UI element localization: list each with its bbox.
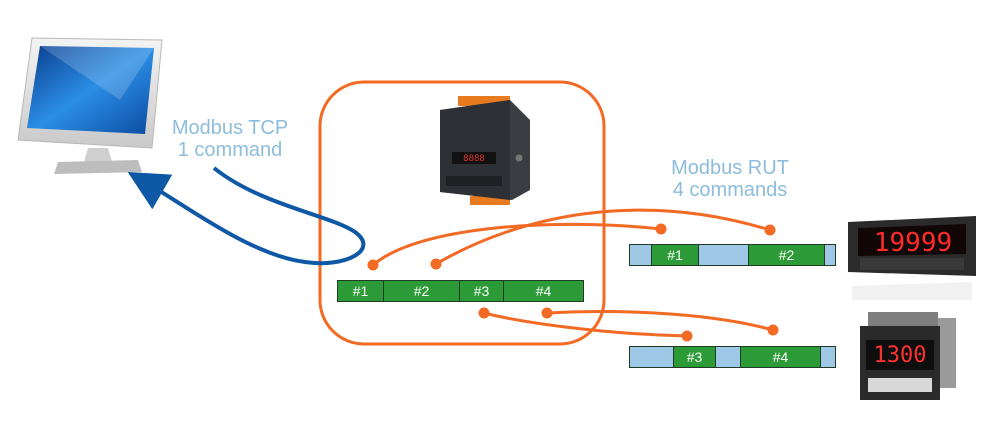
device-top-cell-2: #2: [749, 245, 825, 265]
device-bar-bottom: #3 #4: [629, 346, 836, 368]
modbus-tcp-count: 1 command: [177, 139, 283, 161]
modbus-rtu-label: Modbus RUT 4 commands: [650, 157, 810, 201]
device-bottom-cell-3: #3: [674, 347, 716, 367]
device-bottom-gap-c: [821, 347, 835, 367]
gateway-cell-1: #1: [338, 281, 384, 301]
modbus-rtu-count: 4 commands: [672, 179, 788, 201]
gateway-cell-3: #3: [460, 281, 504, 301]
command-lines: [372, 208, 774, 338]
command-endpoints: [367, 223, 779, 342]
modbus-tcp-title: Modbus TCP: [171, 117, 289, 139]
modbus-tcp-path: [127, 166, 366, 266]
panel-meter-icon: 19999: [848, 216, 976, 300]
modbus-rtu-title: Modbus RUT: [671, 157, 789, 179]
device-bar-top: #1 #2: [629, 244, 836, 266]
device-bottom-gap-b: [716, 347, 741, 367]
modbus-tcp-label: Modbus TCP 1 command: [160, 117, 300, 161]
computer-monitor-icon: [17, 37, 163, 174]
device-top-gap-c: [825, 245, 835, 265]
device-top-gap-b: [699, 245, 749, 265]
gateway-cell-2: #2: [384, 281, 460, 301]
temperature-controller-icon: 1300: [860, 312, 956, 400]
svg-text:8888: 8888: [463, 154, 485, 164]
gateway-cell-4: #4: [504, 281, 583, 301]
device-top-gap-a: [630, 245, 652, 265]
gateway-device-icon: 8888: [440, 96, 530, 205]
meter-display-text: 19999: [874, 228, 952, 258]
device-bottom-cell-4: #4: [741, 347, 821, 367]
device-top-cell-1: #1: [652, 245, 699, 265]
gateway-command-bar: #1 #2 #3 #4: [337, 280, 584, 302]
controller-display-text: 1300: [874, 343, 927, 368]
device-bottom-gap-a: [630, 347, 674, 367]
